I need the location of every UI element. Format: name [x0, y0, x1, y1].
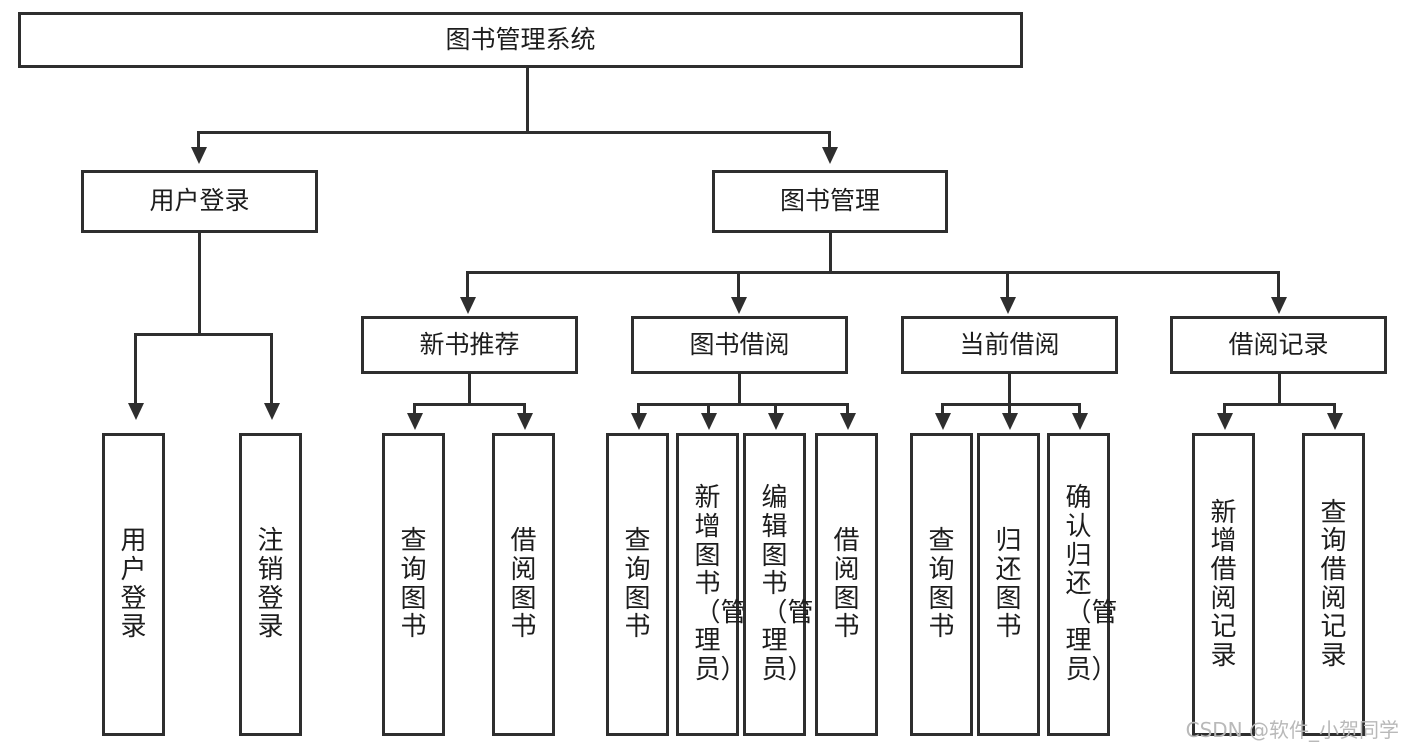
leaf-logout[interactable]: 注销登录: [239, 433, 302, 736]
leaf-confirm-return-admin[interactable]: 确认归还（管理员）: [1047, 433, 1118, 736]
arrow-bookmgmt-to-currentborrow: [1000, 297, 1016, 314]
connector-bookborrow-stem: [738, 374, 741, 405]
node-label: 图书管理系统: [445, 24, 596, 54]
leaf-label: 查询图书: [928, 526, 955, 643]
connector-bookmgmt-stem: [829, 233, 832, 273]
node-user-login[interactable]: 用户登录: [81, 170, 318, 233]
node-book-management[interactable]: 图书管理: [712, 170, 948, 233]
arrow-currentborrow-to-leaf3: [1072, 413, 1088, 430]
connector-root-bus: [197, 131, 831, 134]
node-label: 当前借阅: [959, 329, 1060, 359]
node-label: 图书管理: [779, 186, 880, 216]
arrow-borrowrecord-to-leaf1: [1217, 413, 1233, 430]
connector-userlogin-stem: [198, 233, 201, 335]
node-borrow-record[interactable]: 借阅记录: [1170, 316, 1387, 374]
arrow-bookborrow-to-leaf4: [840, 413, 856, 430]
leaf-label: 新增图书（管理员）: [694, 483, 747, 685]
connector-bookmgmt-to-bookborrow: [737, 271, 740, 299]
connector-root-to-userlogin: [197, 131, 200, 149]
leaf-edit-book-admin[interactable]: 编辑图书（管理员）: [743, 433, 814, 736]
connector-newbook-to-leaf2: [523, 403, 526, 415]
leaf-user-login[interactable]: 用户登录: [102, 433, 165, 736]
leaf-label: 编辑图书（管理员）: [761, 483, 814, 685]
leaf-query-book-borrow[interactable]: 查询图书: [606, 433, 669, 736]
connector-currentborrow-to-leaf2: [1008, 403, 1011, 415]
leaf-label: 新增借阅记录: [1210, 497, 1237, 671]
connector-borrowrecord-to-leaf1: [1223, 403, 1226, 415]
arrow-userlogin-to-leaf1: [128, 403, 144, 420]
arrow-bookborrow-to-leaf2: [701, 413, 717, 430]
connector-userlogin-to-leaf2: [270, 333, 273, 405]
arrow-bookmgmt-to-newbook: [460, 297, 476, 314]
connector-borrowrecord-stem: [1278, 374, 1281, 405]
leaf-query-book-current[interactable]: 查询图书: [910, 433, 973, 736]
arrow-bookmgmt-to-bookborrow: [731, 297, 747, 314]
connector-bookborrow-to-leaf1: [637, 403, 640, 415]
arrow-newbook-to-leaf1: [407, 413, 423, 430]
connector-bookmgmt-to-borrowrecord: [1277, 271, 1280, 299]
arrow-currentborrow-to-leaf2: [1002, 413, 1018, 430]
leaf-return-book[interactable]: 归还图书: [977, 433, 1040, 736]
node-current-borrow[interactable]: 当前借阅: [901, 316, 1118, 374]
node-label: 新书推荐: [419, 329, 520, 359]
arrow-newbook-to-leaf2: [517, 413, 533, 430]
arrow-bookborrow-to-leaf3: [768, 413, 784, 430]
arrow-userlogin-to-leaf2: [264, 403, 280, 420]
connector-borrowrecord-to-leaf2: [1333, 403, 1336, 415]
node-label: 借阅记录: [1228, 329, 1329, 359]
leaf-query-book-newbook[interactable]: 查询图书: [382, 433, 445, 736]
leaf-label: 确认归还（管理员）: [1065, 483, 1118, 685]
arrow-root-to-bookmgmt: [822, 147, 838, 164]
leaf-add-borrow-record[interactable]: 新增借阅记录: [1192, 433, 1255, 736]
leaf-label: 查询图书: [400, 526, 427, 643]
connector-currentborrow-stem: [1008, 374, 1011, 405]
leaf-borrow-book[interactable]: 借阅图书: [815, 433, 878, 736]
leaf-label: 借阅图书: [510, 526, 537, 643]
leaf-label: 用户登录: [120, 526, 147, 643]
arrow-borrowrecord-to-leaf2: [1327, 413, 1343, 430]
connector-bookborrow-to-leaf3: [774, 403, 777, 415]
node-root-system[interactable]: 图书管理系统: [18, 12, 1023, 68]
arrow-currentborrow-to-leaf1: [935, 413, 951, 430]
connector-newbook-bus: [413, 403, 526, 406]
connector-bookmgmt-bus: [466, 271, 1280, 274]
node-label: 用户登录: [149, 186, 250, 216]
connector-currentborrow-to-leaf3: [1078, 403, 1081, 415]
leaf-label: 注销登录: [257, 526, 284, 643]
leaf-query-borrow-record[interactable]: 查询借阅记录: [1302, 433, 1365, 736]
connector-bookborrow-to-leaf4: [846, 403, 849, 415]
leaf-borrow-book-newbook[interactable]: 借阅图书: [492, 433, 555, 736]
leaf-label: 查询借阅记录: [1320, 497, 1347, 671]
leaf-label: 归还图书: [995, 526, 1022, 643]
leaf-add-book-admin[interactable]: 新增图书（管理员）: [676, 433, 747, 736]
connector-userlogin-bus: [134, 333, 273, 336]
arrow-bookborrow-to-leaf1: [631, 413, 647, 430]
connector-userlogin-to-leaf1: [134, 333, 137, 405]
node-label: 图书借阅: [689, 329, 790, 359]
leaf-label: 查询图书: [624, 526, 651, 643]
connector-bookborrow-bus: [637, 403, 849, 406]
node-new-book-recommend[interactable]: 新书推荐: [361, 316, 578, 374]
leaf-label: 借阅图书: [833, 526, 860, 643]
connector-newbook-to-leaf1: [413, 403, 416, 415]
connector-newbook-stem: [468, 374, 471, 405]
connector-root-stem: [526, 68, 529, 133]
connector-bookmgmt-to-newbook: [466, 271, 469, 299]
node-book-borrow[interactable]: 图书借阅: [631, 316, 848, 374]
connector-root-to-bookmgmt: [828, 131, 831, 149]
arrow-root-to-userlogin: [191, 147, 207, 164]
connector-bookborrow-to-leaf2: [707, 403, 710, 415]
connector-bookmgmt-to-currentborrow: [1006, 271, 1009, 299]
connector-currentborrow-to-leaf1: [941, 403, 944, 415]
arrow-bookmgmt-to-borrowrecord: [1271, 297, 1287, 314]
connector-borrowrecord-bus: [1223, 403, 1336, 406]
